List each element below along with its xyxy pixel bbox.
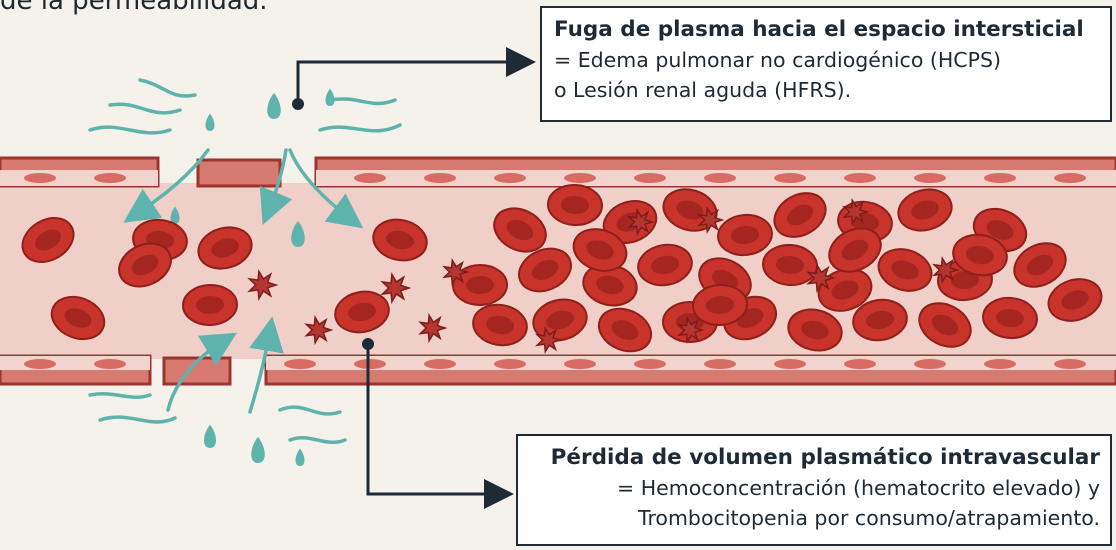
plasma-droplet [251,437,265,463]
plasma-droplet [326,89,335,106]
endothelial-nucleus [844,359,876,369]
plasma-droplet [206,114,215,131]
endothelial-nucleus [494,359,526,369]
endothelial-nucleus [634,359,666,369]
callout-plasma-leak-line2: o Lesión renal aguda (HFRS). [554,75,1098,105]
endothelial-nucleus [424,173,456,183]
endothelial-nucleus [494,173,526,183]
endothelial-nucleus [564,173,596,183]
endothelial-nucleus [984,173,1016,183]
endothelial-nucleus [704,173,736,183]
endothelial-nucleus [774,173,806,183]
callout-plasma-leak-title: Fuga de plasma hacia el espacio intersti… [554,14,1098,45]
callout-plasma-leak-line1: = Edema pulmonar no cardiogénico (HCPS) [554,45,1098,75]
endothelial-nucleus [914,173,946,183]
endothelial-nucleus [844,173,876,183]
callout-volume-loss-title: Pérdida de volumen plasmático intravascu… [530,442,1100,473]
endothelial-nucleus [774,359,806,369]
endothelial-nucleus [24,359,56,369]
plasma-droplet [267,93,281,119]
plasma-droplet [296,449,305,466]
vessel-wall-top [0,158,1116,186]
callout-volume-loss: Pérdida de volumen plasmático intravascu… [516,434,1112,546]
callout-volume-loss-line2: Trombocitopenia por consumo/atrapamiento… [530,503,1100,533]
callout-volume-loss-line1: = Hemoconcentración (hematocrito elevado… [530,473,1100,503]
endothelial-nucleus [984,359,1016,369]
endothelial-nucleus [24,173,56,183]
endothelial-nucleus [354,173,386,183]
endothelial-nucleus [1054,359,1086,369]
endothelial-nucleus [94,173,126,183]
endothelial-nucleus [284,359,316,369]
endothelial-nucleus [704,359,736,369]
endothelial-nucleus [94,359,126,369]
endothelial-nucleus [1054,173,1086,183]
callout-plasma-leak: Fuga de plasma hacia el espacio intersti… [540,6,1112,122]
endothelial-nucleus [634,173,666,183]
plasma-droplet [204,425,216,448]
endothelial-nucleus [564,359,596,369]
vessel-wall-bottom [0,356,1116,384]
endothelial-nucleus [424,359,456,369]
endothelial-nucleus [914,359,946,369]
endothelial-nucleus [354,359,386,369]
red-blood-cell [182,284,237,326]
